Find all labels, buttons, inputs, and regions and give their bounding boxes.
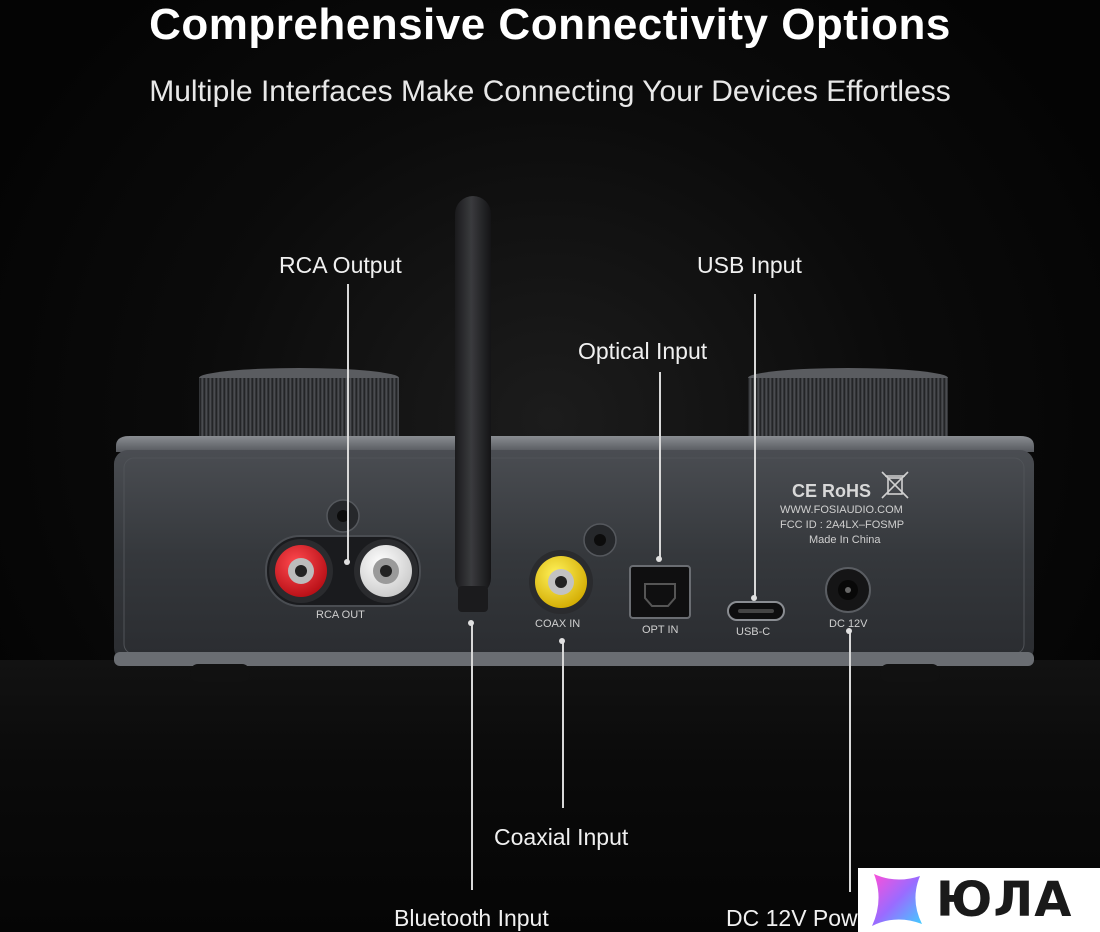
callout-dot-dc — [846, 628, 852, 634]
panel-label-usb-c: USB-C — [736, 626, 771, 638]
callout-dot-optical — [656, 556, 662, 562]
star-logo-icon — [872, 874, 922, 926]
panel-label-coax-in: COAX IN — [535, 618, 581, 630]
callout-line-usb — [754, 294, 756, 598]
watermark-text: ЮЛА — [936, 872, 1073, 928]
panel-label-website: WWW.FOSIAUDIO.COM — [780, 504, 903, 516]
callout-line-optical — [659, 372, 661, 560]
page-subtitle: Multiple Interfaces Make Connecting Your… — [149, 75, 951, 108]
callout-dot-rca — [344, 559, 350, 565]
watermark-logo: ЮЛА — [858, 868, 1100, 932]
callout-usb-input: USB Input — [697, 252, 802, 278]
left-knob — [199, 368, 399, 440]
panel-label-dc-12v: DC 12V — [829, 618, 868, 630]
right-knob — [748, 368, 948, 440]
panel-label-rca-out: RCA OUT — [316, 609, 365, 621]
panel-label-made-in: Made In China — [809, 534, 881, 546]
callout-coaxial-input: Coaxial Input — [494, 824, 629, 850]
callout-rca-output: RCA Output — [279, 252, 402, 278]
callout-line-coaxial — [562, 640, 564, 808]
bluetooth-antenna — [455, 196, 491, 612]
callout-line-bluetooth — [471, 622, 473, 890]
panel-label-fcc-id: FCC ID : 2A4LX–FOSMP — [780, 519, 905, 531]
callout-line-dc — [849, 630, 851, 892]
callout-dot-bluetooth — [468, 620, 474, 626]
callout-bluetooth-input: Bluetooth Input — [394, 905, 549, 931]
callout-dot-coaxial — [559, 638, 565, 644]
callout-line-rca — [347, 284, 349, 562]
callout-optical-input: Optical Input — [578, 338, 708, 364]
panel-label-certs: CE RoHS — [792, 481, 872, 501]
callout-dc-power: DC 12V Pow — [726, 905, 858, 931]
panel-label-opt-in: OPT IN — [642, 624, 679, 636]
page-title: Comprehensive Connectivity Options — [149, 0, 951, 49]
callout-dot-usb — [751, 595, 757, 601]
weee-bin-icon — [881, 471, 909, 499]
